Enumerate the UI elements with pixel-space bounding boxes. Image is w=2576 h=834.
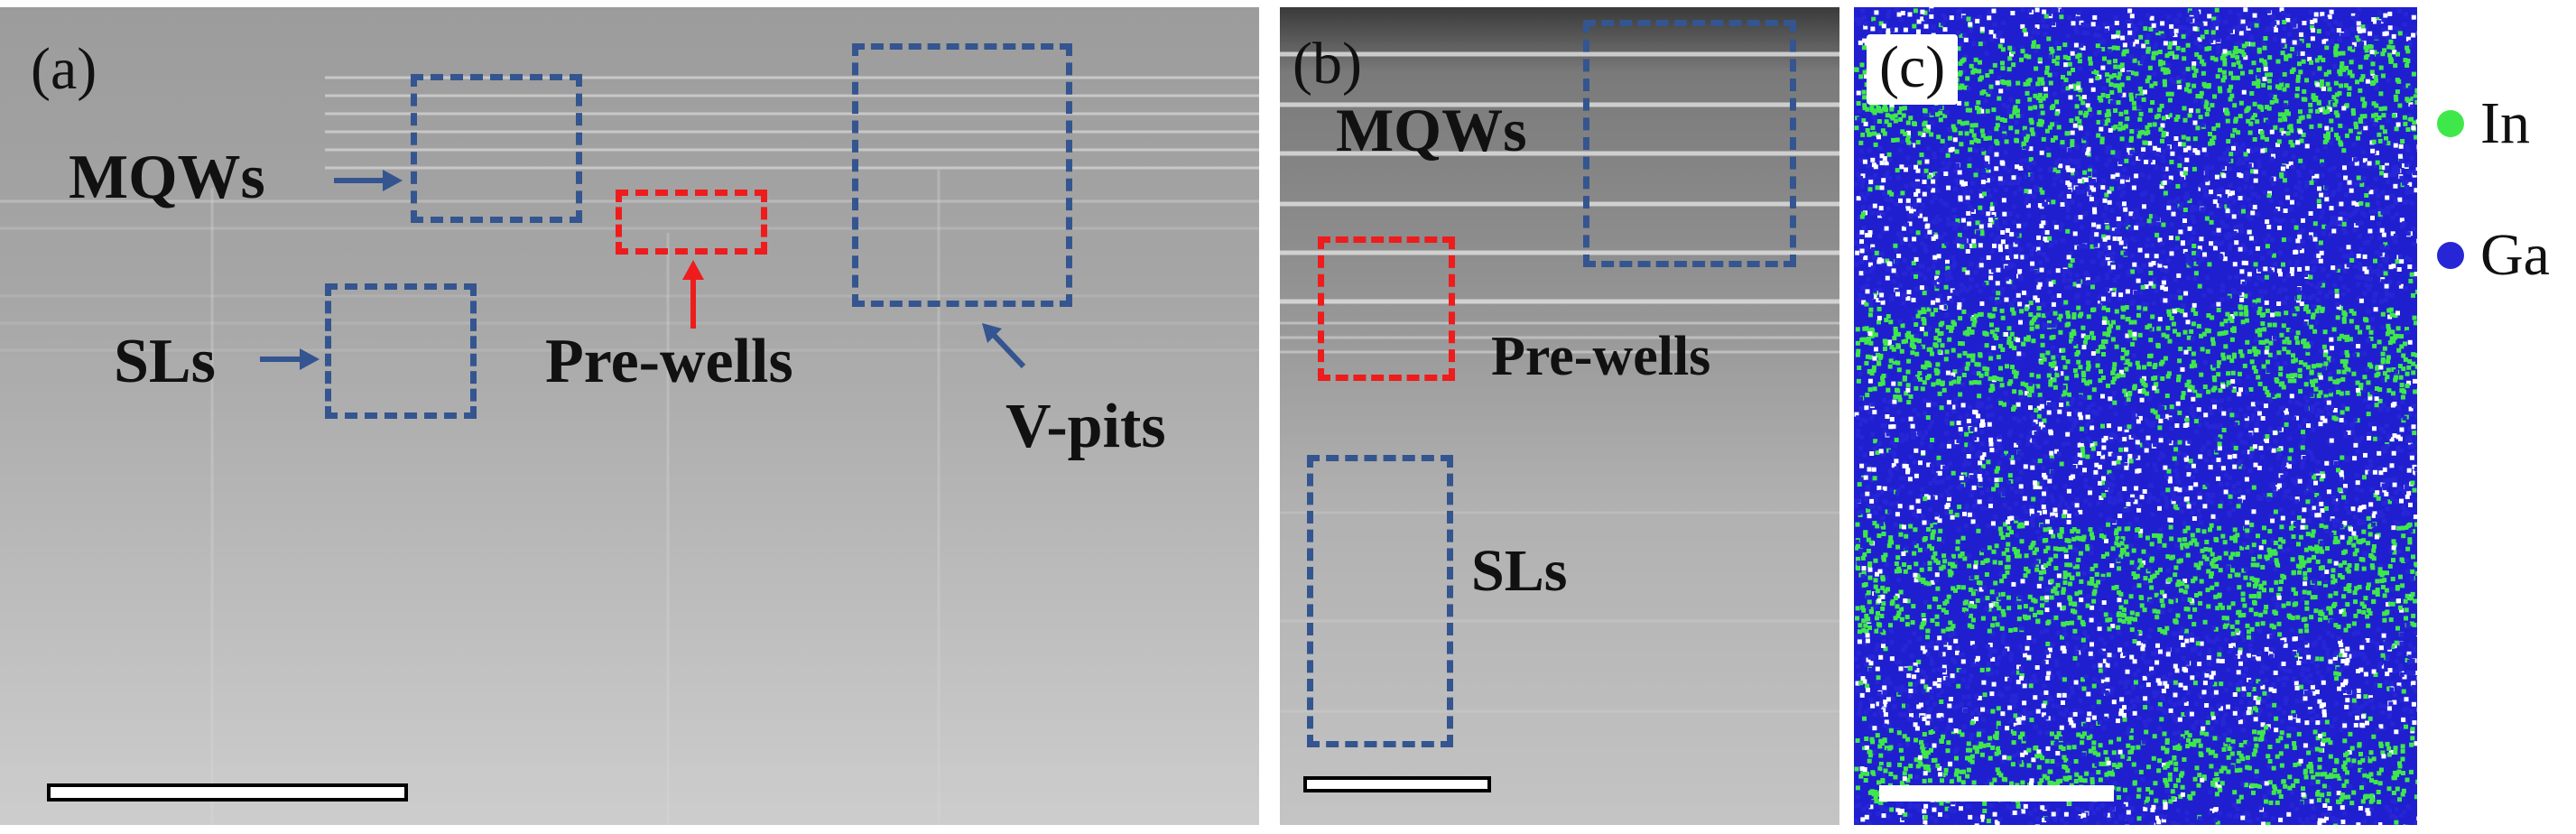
legend-item-ga: Ga: [2437, 226, 2550, 285]
prewells-region-box-b: [1318, 236, 1455, 381]
mqws-arrow-a: [334, 170, 403, 191]
mqws-label-b: MQWs: [1336, 96, 1527, 164]
panel-b-quantum-well-stripes: [1280, 51, 1839, 304]
vpits-region-box-a: [852, 43, 1072, 307]
vpits-label-a: V-pits: [1005, 392, 1166, 461]
scale-bar-c: [1879, 785, 2114, 802]
prewells-label-b: Pre-wells: [1491, 326, 1711, 387]
panel-a-dislocation-lines: [210, 170, 941, 825]
mqws-region-box-b: [1583, 20, 1796, 267]
vpits-arrow-a: [982, 323, 1026, 369]
legend-label-ga: Ga: [2480, 222, 2550, 288]
panel-c-label: (c): [1867, 34, 1959, 105]
panel-a-tem-image: [0, 7, 1259, 825]
sls-region-box-a: [325, 283, 477, 419]
indium-dot-icon: [2437, 110, 2464, 137]
sls-label-b: SLs: [1471, 538, 1568, 604]
prewells-arrow-a: [682, 260, 704, 329]
panel-c-element-map: [1854, 7, 2417, 825]
scale-bar-a: [47, 783, 408, 802]
panel-a-background: [0, 7, 1259, 825]
legend-item-in: In: [2437, 94, 2530, 153]
sls-label-a: SLs: [114, 327, 216, 396]
prewells-label-a: Pre-wells: [545, 327, 793, 396]
sls-arrow-a: [260, 348, 320, 370]
mqws-label-a: MQWs: [69, 143, 265, 212]
panel-a-label: (a): [31, 36, 97, 102]
mqws-region-box-a: [411, 74, 582, 223]
gallium-dot-icon: [2437, 242, 2464, 269]
panel-b-label: (b): [1293, 31, 1362, 97]
panel-c-atom-probe-map: [1854, 7, 2417, 825]
panel-b-background: [1280, 7, 1839, 825]
panel-b-tem-image: [1280, 7, 1839, 825]
sls-region-box-b: [1307, 455, 1453, 747]
prewells-region-box-a: [616, 190, 767, 255]
scale-bar-b: [1303, 776, 1491, 792]
legend-label-in: In: [2480, 90, 2530, 156]
panel-a-quantum-well-stripes: [0, 76, 1259, 352]
